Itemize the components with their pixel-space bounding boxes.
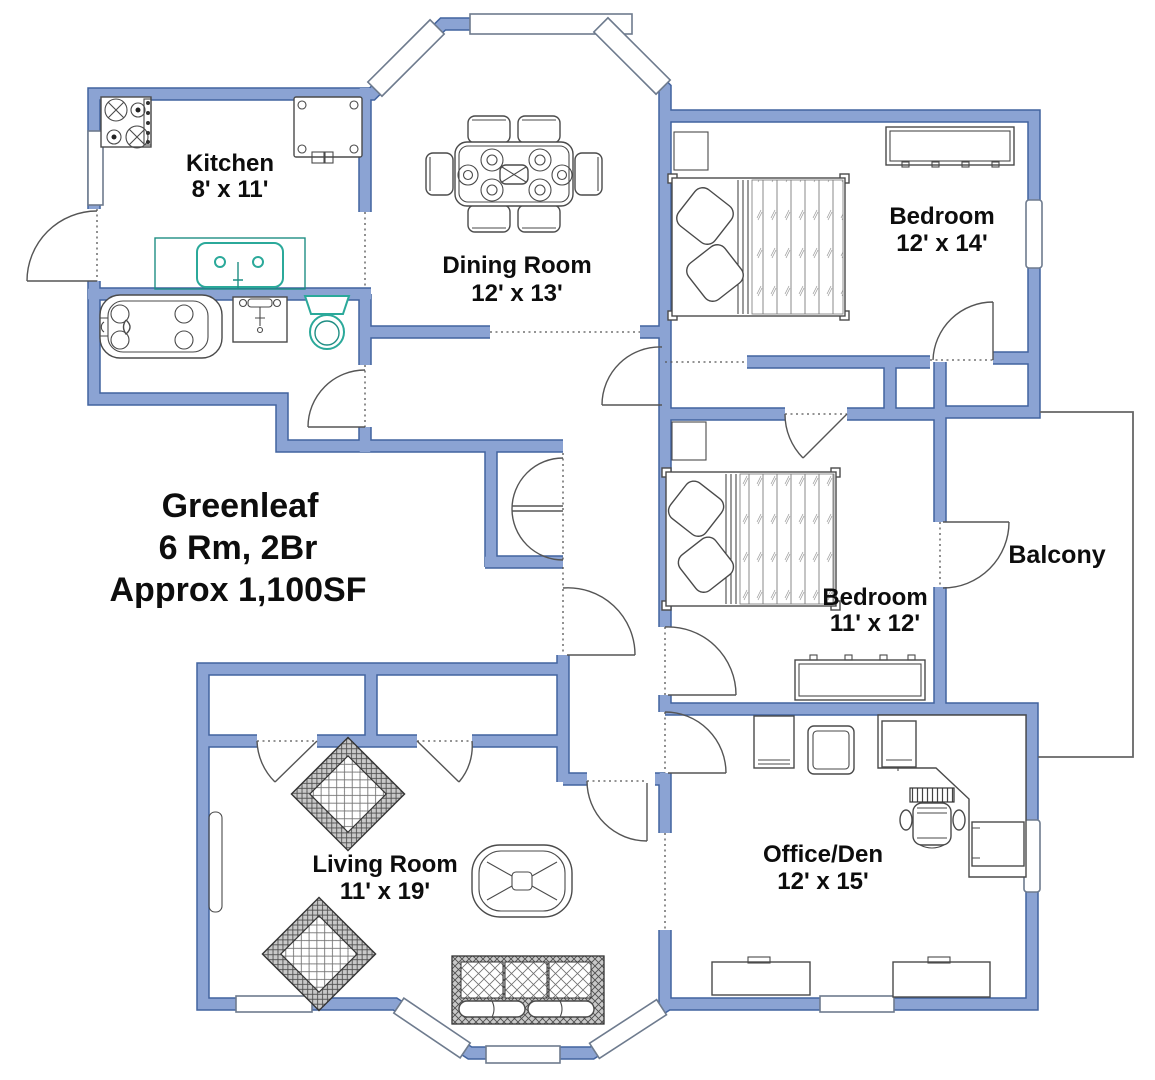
- bathroom-door: [307, 365, 366, 428]
- dining-label: Dining Room: [442, 252, 591, 279]
- bedroom1-door: [930, 301, 994, 361]
- balcony-outline: [1038, 411, 1134, 758]
- living-dims: 11' x 19': [340, 878, 430, 905]
- bedroom2-hall-door: [664, 626, 737, 696]
- dining-table: [425, 115, 603, 233]
- window: [819, 995, 895, 1013]
- office-label: Office/Den: [763, 841, 883, 868]
- windows: [235, 13, 1043, 1064]
- radiator: [892, 956, 991, 998]
- stove: [100, 96, 152, 149]
- plan-title-line3: Approx 1,100SF: [110, 571, 367, 609]
- living-label: Living Room: [312, 851, 457, 878]
- radiator: [208, 811, 223, 913]
- kitchen-sink-counter: [154, 237, 306, 290]
- window: [392, 997, 472, 1059]
- window: [592, 16, 672, 96]
- kitchen-table: [293, 96, 363, 164]
- window: [588, 998, 668, 1060]
- armchair: [261, 896, 377, 1012]
- bathtub: [99, 294, 223, 359]
- kitchen-label: Kitchen: [186, 150, 274, 177]
- dresser: [794, 654, 926, 701]
- place-settings: [457, 148, 573, 202]
- living-closet-doors: [256, 740, 473, 783]
- office-dims: 12' x 15': [777, 868, 869, 895]
- bookshelf: [753, 715, 795, 769]
- balcony-door: [939, 521, 1010, 589]
- nightstand-box: [673, 131, 709, 171]
- side-chair: [807, 725, 855, 775]
- entry-door: [26, 130, 104, 282]
- window: [366, 18, 446, 98]
- balcony-label: Balcony: [1008, 541, 1105, 569]
- coffee-table: [471, 844, 573, 918]
- bedroom2-dims: 11' x 12': [830, 610, 920, 637]
- hall-closet-door: [511, 453, 564, 562]
- bedroom2-label: Bedroom: [822, 584, 927, 611]
- l-desk: [877, 714, 1027, 878]
- bathroom-sink: [232, 296, 288, 343]
- bed: [661, 467, 841, 611]
- sofa: [451, 955, 605, 1025]
- office-chair: [899, 787, 966, 849]
- toilet: [303, 295, 351, 350]
- hall-upper-door: [601, 346, 663, 406]
- plan-title-line2: 6 Rm, 2Br: [159, 529, 318, 567]
- dining-dims: 12' x 13': [471, 280, 563, 307]
- doors: [26, 130, 1010, 930]
- bedroom2-door: [784, 413, 848, 459]
- radiator: [711, 956, 811, 996]
- computer: [881, 720, 917, 768]
- bedroom1-dims: 12' x 14': [896, 230, 988, 257]
- bedroom1-label: Bedroom: [889, 203, 994, 230]
- nightstand-box: [671, 421, 707, 461]
- window: [235, 995, 313, 1013]
- door-panel: [87, 130, 104, 206]
- office-door: [664, 711, 727, 774]
- room-labels: Kitchen 8' x 11' Dining Room 12' x 13' B…: [186, 150, 1106, 905]
- hall-living-door: [586, 780, 648, 842]
- kitchen-dims: 8' x 11': [192, 176, 269, 203]
- plan-title-line1: Greenleaf: [162, 487, 320, 525]
- dresser: [885, 126, 1015, 168]
- window: [469, 13, 633, 35]
- plan-title: Greenleaf 6 Rm, 2Br Approx 1,100SF: [110, 487, 367, 609]
- window: [485, 1045, 561, 1064]
- armchair: [290, 736, 406, 852]
- computer: [971, 821, 1025, 867]
- bed: [667, 173, 850, 321]
- hall-door: [562, 567, 636, 656]
- window: [1025, 199, 1043, 269]
